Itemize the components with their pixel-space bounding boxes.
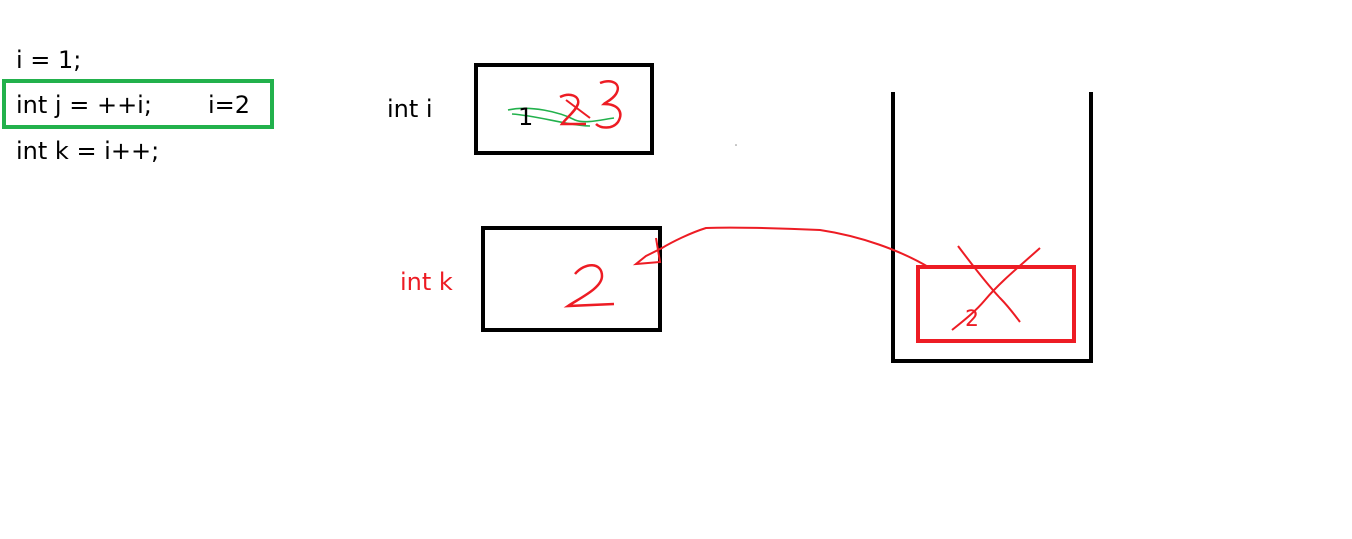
highlight-box	[2, 79, 274, 129]
stack-frame-box	[916, 265, 1076, 343]
stray-dot	[735, 144, 737, 146]
variable-label-k: int k	[400, 268, 453, 296]
cross-line	[565, 99, 591, 119]
code-line-1: i = 1;	[16, 46, 82, 74]
strike-scribble	[507, 107, 615, 127]
cross-stroke-1	[957, 245, 1021, 323]
variable-box-k	[481, 226, 662, 332]
variable-box-i	[474, 63, 654, 155]
code-line-2-note: i=2	[208, 91, 251, 119]
handwritten-2-crossed	[559, 93, 586, 126]
cross-stroke-2	[951, 247, 1041, 331]
variable-label-i: int i	[387, 95, 433, 123]
handwritten-3	[595, 79, 622, 129]
code-line-3: int k = i++;	[16, 137, 160, 165]
handwritten-2-k	[563, 264, 615, 308]
stack-value: 2	[965, 307, 979, 332]
code-line-2: int j = ++i;	[16, 91, 152, 119]
stack-container	[891, 92, 1093, 363]
return-arrow	[632, 226, 931, 269]
variable-value-i: 1	[518, 103, 534, 131]
